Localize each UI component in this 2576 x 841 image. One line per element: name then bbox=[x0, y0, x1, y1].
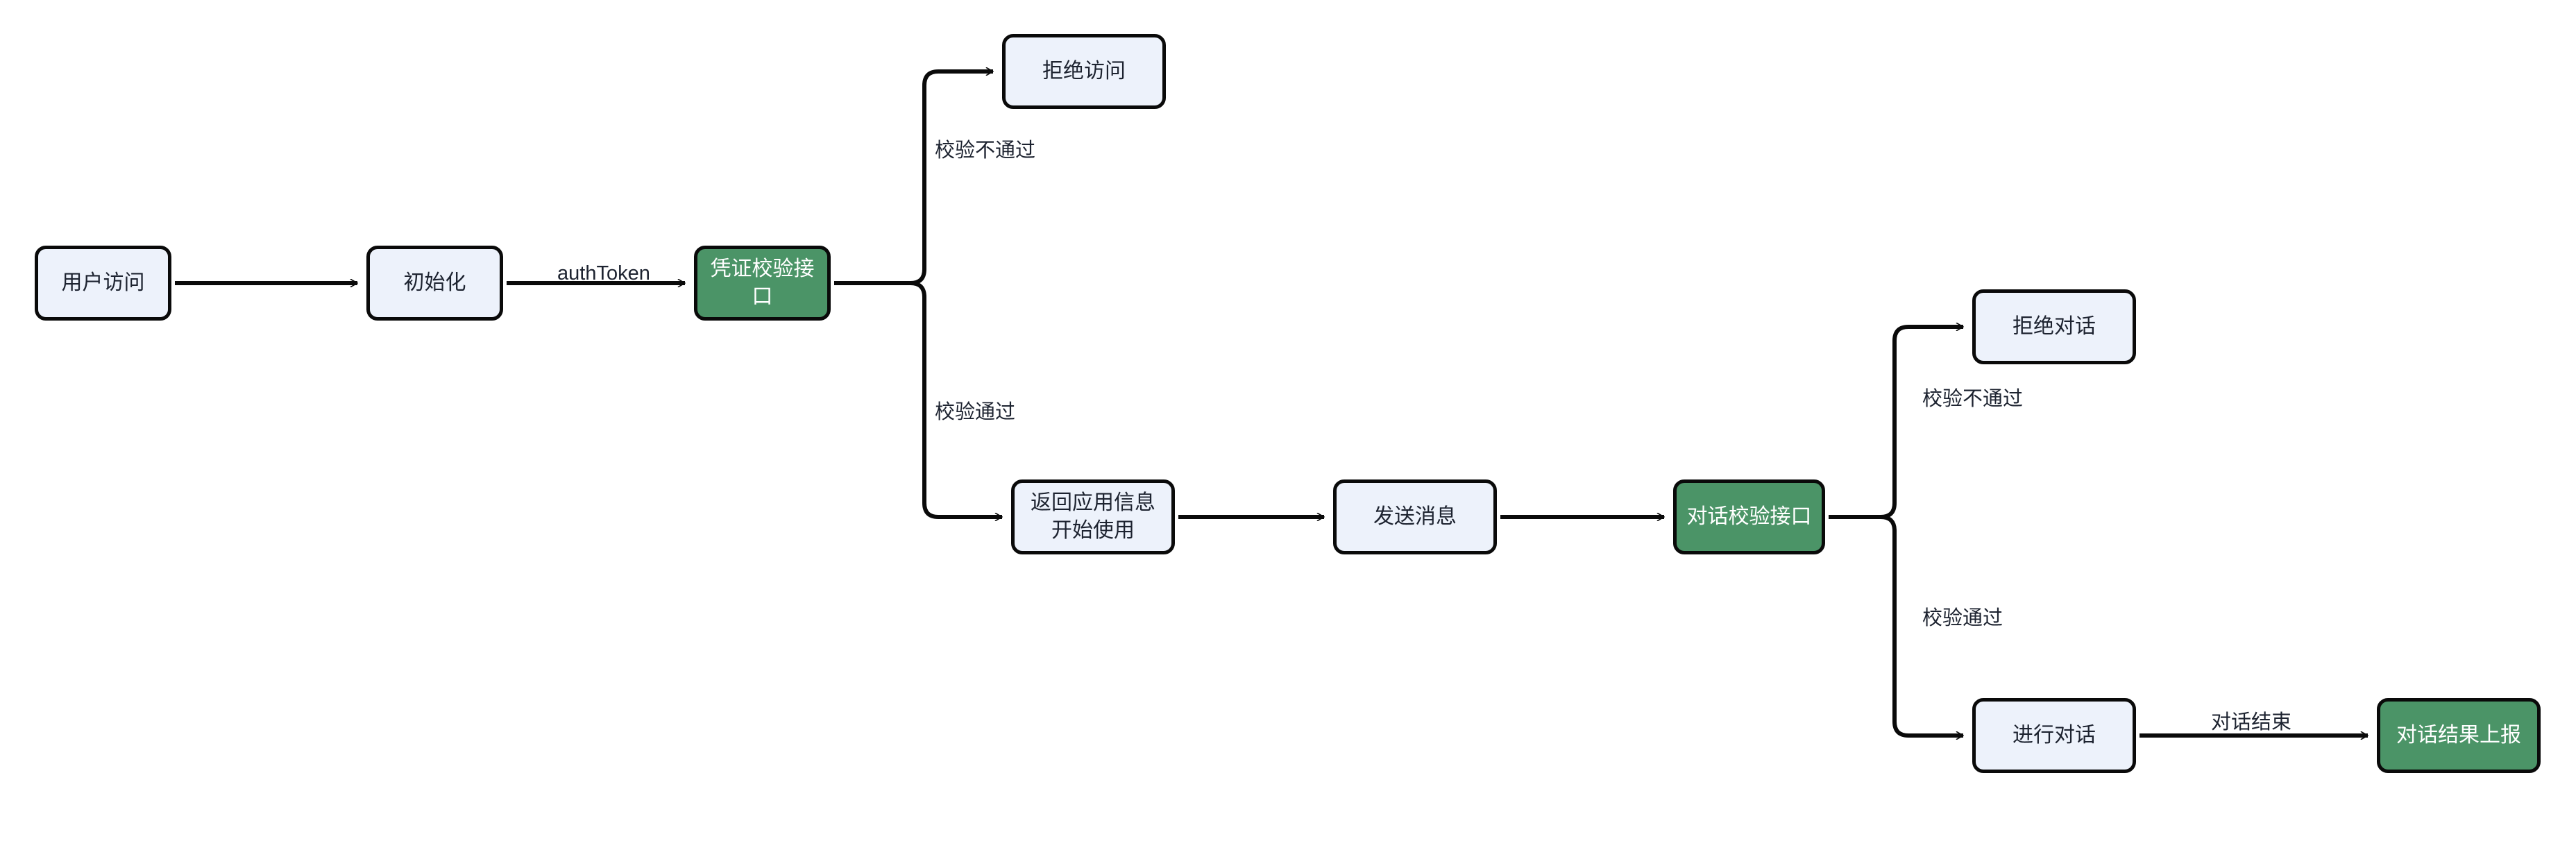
edge-split-to-deny-dialog bbox=[1880, 327, 1963, 519]
edge-label-auth-token: authToken bbox=[557, 262, 650, 284]
node-label-user-access: 用户访问 bbox=[61, 271, 145, 295]
node-deny-dialog[interactable]: 拒绝对话 bbox=[1972, 289, 2136, 364]
edge-split-to-conduct-dialog bbox=[1880, 515, 1963, 736]
node-report-dialog-result[interactable]: 对话结果上报 bbox=[2377, 698, 2541, 773]
node-label-init: 初始化 bbox=[403, 271, 466, 295]
node-credential-verify-api[interactable]: 凭证校验接口 bbox=[694, 246, 831, 321]
node-label-report-dialog-result: 对话结果上报 bbox=[2396, 724, 2521, 747]
node-label-conduct-dialog: 进行对话 bbox=[2012, 724, 2096, 747]
node-label-deny-access: 拒绝访问 bbox=[1042, 60, 1126, 83]
edge-label-verify-pass-credential: 校验通过 bbox=[935, 401, 1016, 423]
edge-split-to-return-app-info bbox=[910, 281, 1002, 517]
node-send-message[interactable]: 发送消息 bbox=[1333, 479, 1497, 554]
node-label-send-message: 发送消息 bbox=[1373, 505, 1457, 529]
node-init[interactable]: 初始化 bbox=[366, 246, 503, 321]
edge-label-verify-fail-credential: 校验不通过 bbox=[935, 139, 1036, 162]
edge-label-verify-pass-dialog: 校验通过 bbox=[1922, 607, 2003, 629]
node-return-app-info[interactable]: 返回应用信息 开始使用 bbox=[1011, 479, 1175, 554]
node-dialog-verify-api[interactable]: 对话校验接口 bbox=[1673, 479, 1825, 554]
node-label-return-app-info: 返回应用信息 开始使用 bbox=[1031, 491, 1155, 542]
node-deny-access[interactable]: 拒绝访问 bbox=[1002, 34, 1166, 109]
node-conduct-dialog[interactable]: 进行对话 bbox=[1972, 698, 2136, 773]
node-user-access[interactable]: 用户访问 bbox=[35, 246, 171, 321]
edge-label-dialog-end: 对话结束 bbox=[2211, 711, 2292, 733]
edge-label-verify-fail-dialog: 校验不通过 bbox=[1922, 388, 2024, 410]
edge-split-to-deny-access bbox=[910, 71, 993, 285]
node-label-deny-dialog: 拒绝对话 bbox=[2012, 315, 2096, 339]
node-label-dialog-verify-api: 对话校验接口 bbox=[1686, 505, 1812, 529]
node-label-credential-verify-api: 凭证校验接口 bbox=[710, 257, 815, 308]
